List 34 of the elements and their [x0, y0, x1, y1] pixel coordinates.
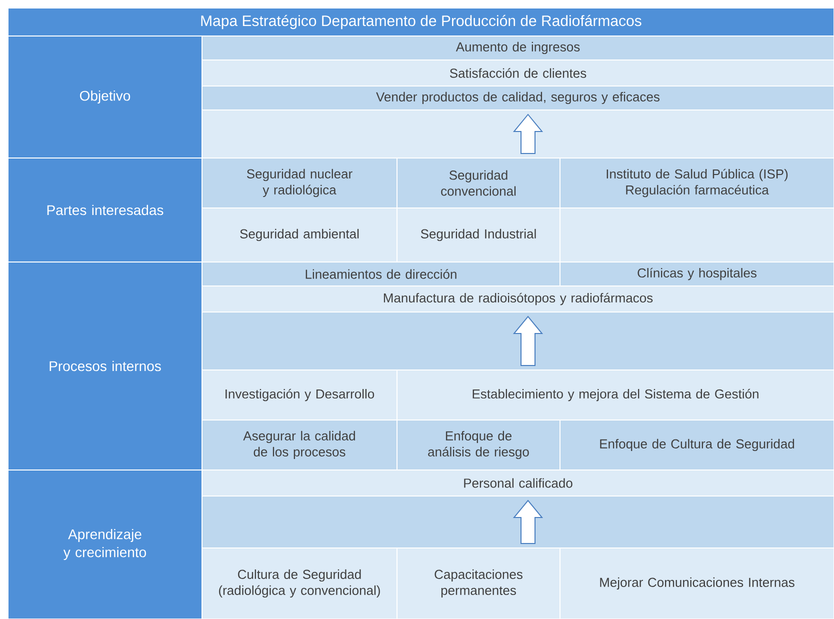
table-cell: Enfoque de Cultura de Seguridad	[560, 420, 834, 470]
table-cell: Satisfacción de clientes	[202, 60, 834, 86]
node-label: Enfoque de Cultura de Seguridad	[600, 438, 794, 452]
row-header: Aprendizaje y crecimiento	[8, 470, 202, 619]
title-bar: Mapa Estratégico Departamento de Producción de Radiofármacos	[8, 8, 834, 36]
table-cell: Clínicas y hospitales	[560, 262, 834, 286]
table-cell: Vender productos de calidad, seguros y eficaces	[202, 86, 834, 110]
block-arrow	[512, 500, 544, 544]
node-label: Capacitaciones permanentes	[434, 569, 522, 598]
node-label: Instituto de Salud Pública (ISP)	[606, 168, 788, 182]
node-label: Clínicas y hospitales	[638, 268, 756, 280]
node-label: Aprendizaje y crecimiento	[63, 528, 146, 560]
table-cell: Seguridad nuclear y radiológica	[202, 158, 398, 208]
table-cell: Seguridad convencional	[396, 158, 560, 208]
table-cell: Manufactura de radioisótopos y radiofármacos	[202, 286, 834, 312]
table-cell: Enfoque de análisis de riesgo	[396, 420, 560, 470]
table-cell: Seguridad ambiental	[202, 208, 398, 262]
table-cell: Instituto de Salud Pública (ISP) Regulación farmacéutica	[560, 158, 834, 208]
table-cell: Lineamientos de dirección	[202, 262, 560, 286]
row-header: Procesos internos	[8, 262, 202, 470]
table-cell: Aumento de ingresos	[202, 36, 834, 60]
block-arrow	[512, 114, 544, 154]
table-cell: Investigación y Desarrollo	[202, 370, 398, 420]
table-cell: Cultura de Seguridad (radiológica y convencional)	[202, 548, 398, 619]
table-cell: Personal calificado	[202, 470, 834, 496]
table-cell: Seguridad Industrial	[396, 208, 560, 262]
table-cell: Mejorar Comunicaciones Internas	[560, 548, 834, 619]
row-header: Partes interesadas	[8, 158, 202, 262]
node-label: Regulación farmacéutica	[626, 184, 769, 198]
row-header: Objetivo	[8, 36, 202, 158]
table-cell: Capacitaciones permanentes	[396, 548, 560, 619]
table-cell: Asegurar la calidad de los procesos	[202, 420, 398, 470]
node-label: Cultura de Seguridad (radiológica y convencional)	[219, 569, 380, 598]
block-arrow	[512, 316, 544, 366]
